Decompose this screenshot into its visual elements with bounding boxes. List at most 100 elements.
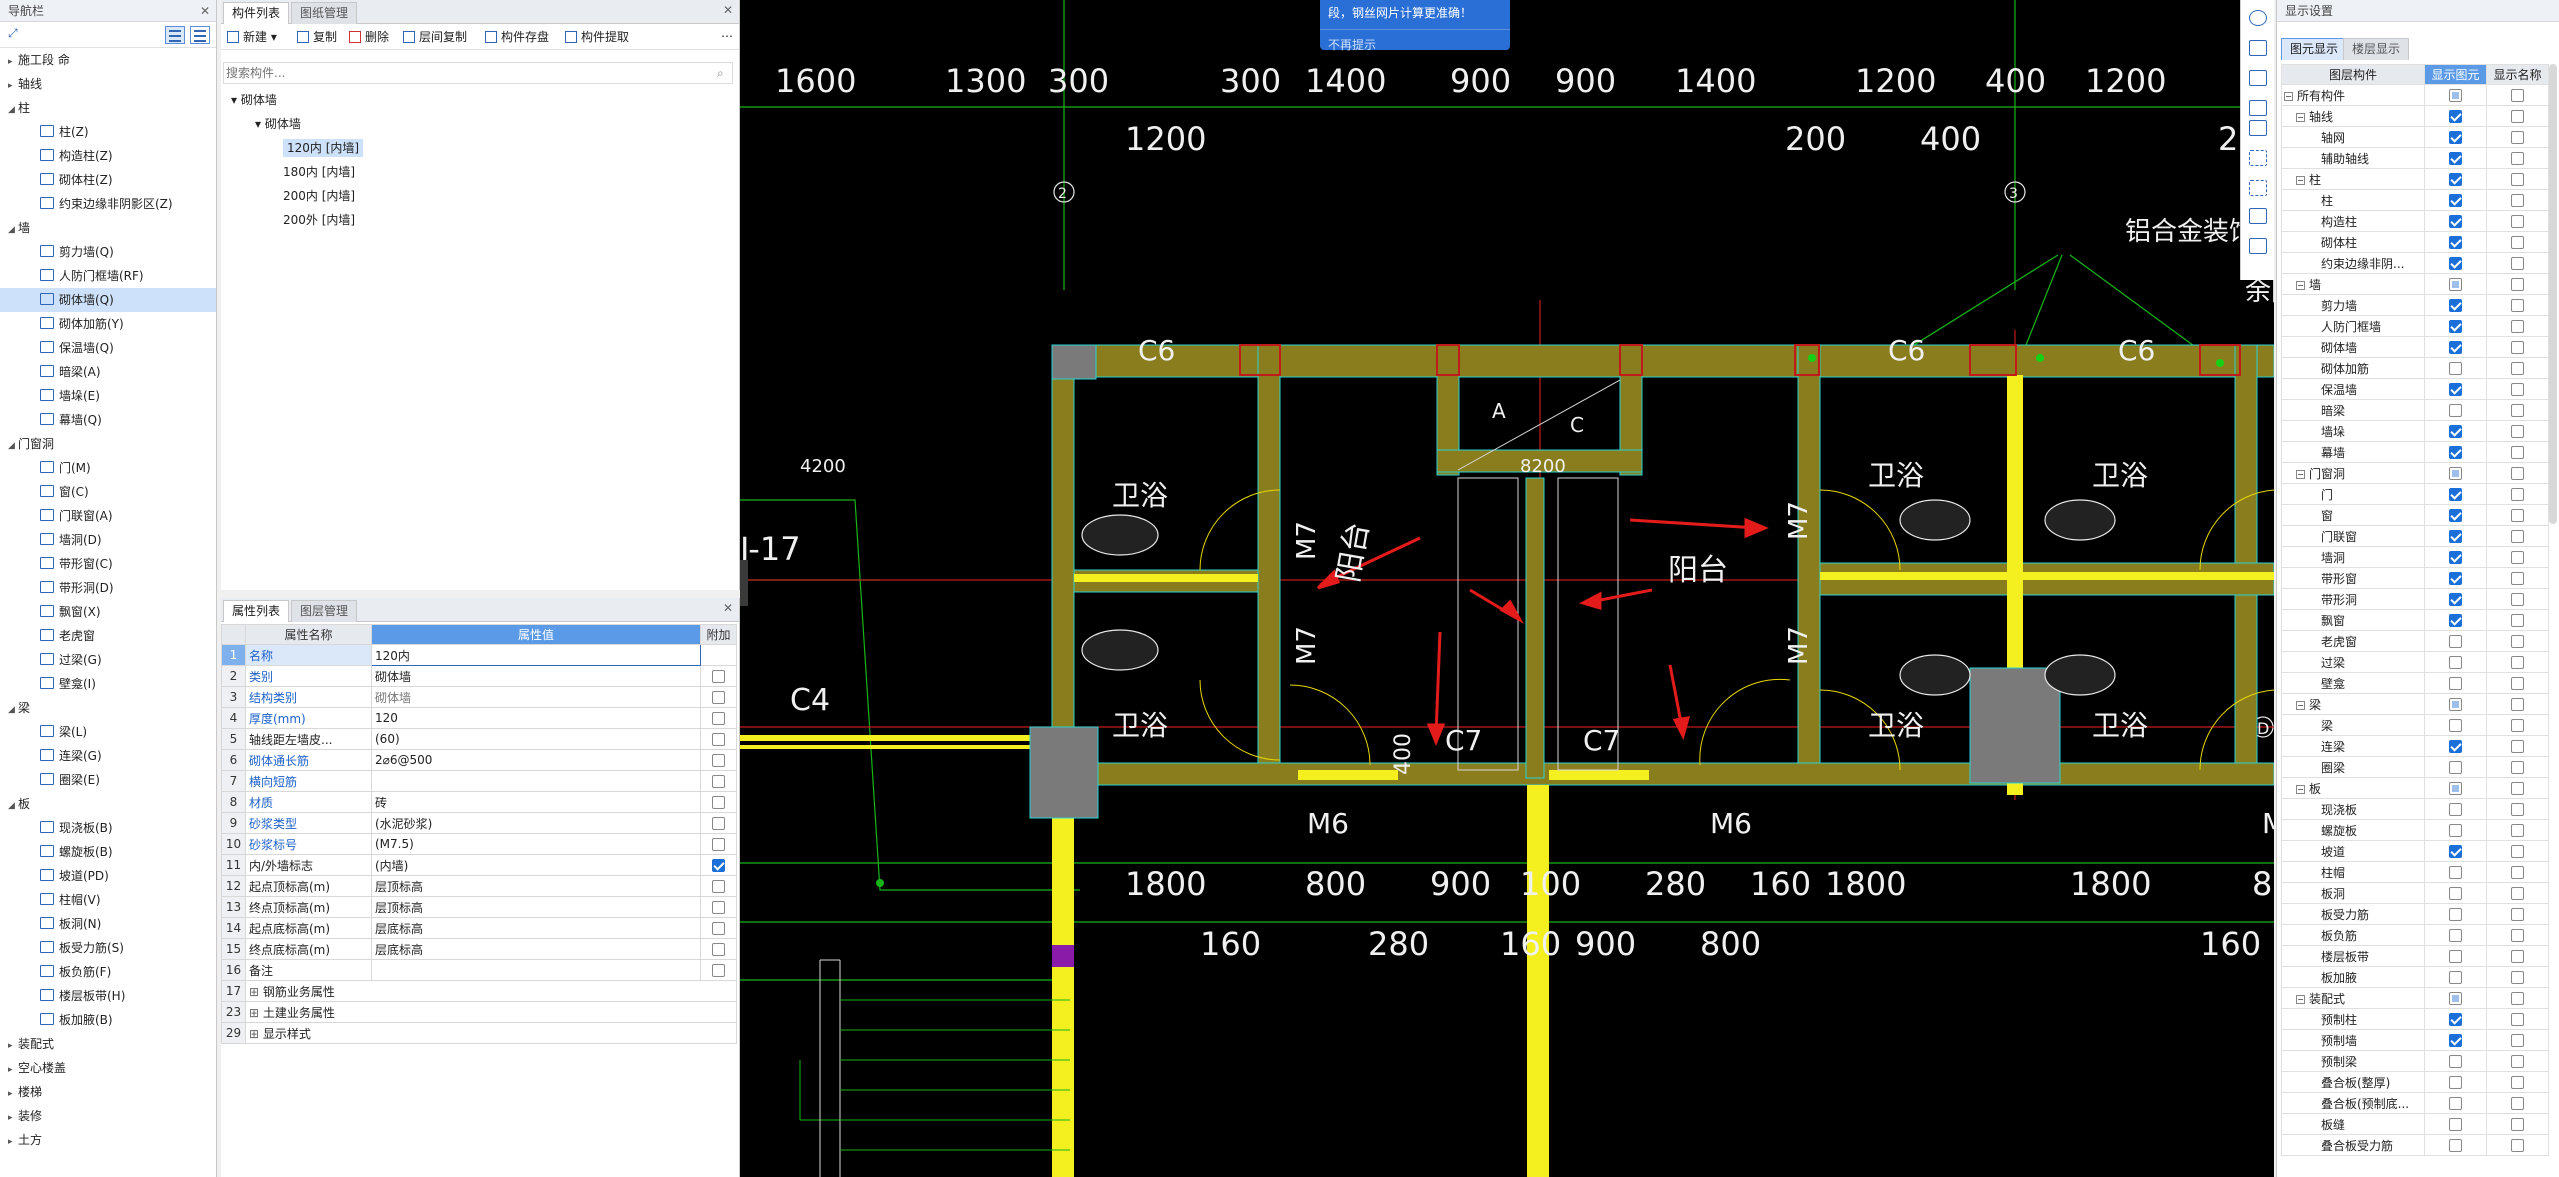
display-row[interactable]: −所有构件 — [2281, 84, 2549, 106]
display-row[interactable]: 螺旋板 — [2281, 819, 2549, 841]
show-name-checkbox[interactable] — [2511, 1118, 2524, 1131]
nav-item[interactable]: 现浇板(B) — [0, 816, 216, 840]
display-row[interactable]: 约束边缘非阴... — [2281, 252, 2549, 274]
nav-item[interactable]: 人防门框墙(RF) — [0, 264, 216, 288]
nav-item[interactable]: 坡道(PD) — [0, 864, 216, 888]
front-view-icon[interactable] — [2249, 70, 2267, 86]
delete-button[interactable]: 删除 — [349, 28, 389, 46]
layer-copy-button[interactable]: 层间复制 — [403, 28, 467, 46]
show-name-checkbox[interactable] — [2511, 110, 2524, 123]
show-name-checkbox[interactable] — [2511, 551, 2524, 564]
display-row[interactable]: 轴网 — [2281, 126, 2549, 148]
show-element-checkbox[interactable] — [2449, 551, 2462, 564]
caret-down-icon[interactable]: ◢ — [8, 225, 15, 235]
show-element-checkbox[interactable] — [2449, 446, 2462, 459]
display-row[interactable]: 板负筋 — [2281, 924, 2549, 946]
nav-category[interactable]: ▸轴线 — [0, 72, 216, 96]
collapse-icon[interactable]: − — [2296, 784, 2305, 794]
show-element-checkbox[interactable] — [2449, 572, 2462, 585]
display-row[interactable]: 带形窗 — [2281, 567, 2549, 589]
collapse-icon[interactable]: − — [2296, 994, 2305, 1004]
show-element-checkbox[interactable] — [2449, 656, 2462, 669]
side-view-icon[interactable] — [2249, 100, 2267, 116]
display-row[interactable]: −墙 — [2281, 273, 2549, 295]
nav-item[interactable]: 带形洞(D) — [0, 576, 216, 600]
property-row[interactable]: 17⊞ 钢筋业务属性 — [221, 980, 737, 1002]
nav-category[interactable]: ▸装配式 — [0, 1032, 216, 1056]
nav-category[interactable]: ▸装修 — [0, 1104, 216, 1128]
search-icon[interactable]: ⌕ — [717, 66, 724, 80]
show-element-checkbox[interactable] — [2449, 845, 2462, 858]
property-value[interactable]: 120 — [371, 707, 701, 729]
show-element-checkbox[interactable] — [2449, 887, 2462, 900]
extra-checkbox[interactable] — [712, 838, 725, 851]
copy-button[interactable]: 复制 — [297, 28, 337, 46]
show-element-checkbox[interactable] — [2449, 1055, 2462, 1068]
floor-plan[interactable]: 1600 1300 300 300 1400 900 900 1400 1200… — [740, 0, 2274, 1177]
show-name-checkbox[interactable] — [2511, 488, 2524, 501]
display-row[interactable]: 柱帽 — [2281, 861, 2549, 883]
extra-checkbox[interactable] — [712, 670, 725, 683]
show-element-checkbox[interactable] — [2449, 236, 2462, 249]
show-name-checkbox[interactable] — [2511, 845, 2524, 858]
property-value[interactable] — [371, 770, 701, 792]
caret-down-icon[interactable]: ◢ — [8, 801, 15, 811]
nav-item[interactable]: 板加腋(B) — [0, 1008, 216, 1032]
show-name-checkbox[interactable] — [2511, 1013, 2524, 1026]
show-name-checkbox[interactable] — [2511, 215, 2524, 228]
nav-item[interactable]: 砌体加筋(Y) — [0, 312, 216, 336]
extra-checkbox[interactable] — [712, 880, 725, 893]
show-element-checkbox[interactable] — [2449, 824, 2462, 837]
show-element-checkbox[interactable] — [2449, 257, 2462, 270]
show-element-checkbox[interactable] — [2449, 215, 2462, 228]
drawing-canvas[interactable]: 1600 1300 300 300 1400 900 900 1400 1200… — [740, 0, 2274, 1177]
display-row[interactable]: 门联窗 — [2281, 525, 2549, 547]
show-name-checkbox[interactable] — [2511, 446, 2524, 459]
collapse-icon[interactable]: − — [2296, 469, 2305, 479]
nav-item[interactable]: 门(M) — [0, 456, 216, 480]
nav-category[interactable]: ▸土方 — [0, 1128, 216, 1152]
property-value[interactable] — [371, 959, 701, 981]
show-element-checkbox[interactable] — [2449, 425, 2462, 438]
show-element-checkbox[interactable] — [2449, 740, 2462, 753]
display-row[interactable]: 预制墙 — [2281, 1029, 2549, 1051]
caret-right-icon[interactable]: ▸ — [8, 81, 13, 91]
tab-component-list[interactable]: 构件列表 — [223, 2, 290, 24]
display-row[interactable]: 剪力墙 — [2281, 294, 2549, 316]
box-select-icon[interactable] — [2249, 180, 2267, 196]
display-row[interactable]: 板缝 — [2281, 1113, 2549, 1135]
tree-root[interactable]: ▾ 砌体墙 — [231, 93, 277, 107]
property-row[interactable]: 23⊞ 土建业务属性 — [221, 1001, 737, 1023]
show-element-checkbox[interactable] — [2449, 698, 2462, 711]
component-item[interactable]: 120内 [内墙] — [221, 136, 739, 160]
show-element-checkbox[interactable] — [2449, 341, 2462, 354]
show-name-checkbox[interactable] — [2511, 1034, 2524, 1047]
caret-right-icon[interactable]: ▸ — [8, 1065, 13, 1075]
display-row[interactable]: 连梁 — [2281, 735, 2549, 757]
show-element-checkbox[interactable] — [2449, 593, 2462, 606]
collapse-icon[interactable]: − — [2296, 700, 2305, 710]
nav-item[interactable]: 板洞(N) — [0, 912, 216, 936]
show-element-checkbox[interactable] — [2449, 677, 2462, 690]
display-row[interactable]: −门窗洞 — [2281, 462, 2549, 484]
show-element-checkbox[interactable] — [2449, 89, 2462, 102]
show-name-checkbox[interactable] — [2511, 236, 2524, 249]
layers-icon[interactable] — [2249, 120, 2267, 136]
property-value[interactable]: 砌体墙 — [371, 665, 701, 687]
show-name-checkbox[interactable] — [2511, 929, 2524, 942]
show-element-checkbox[interactable] — [2449, 1034, 2462, 1047]
display-row[interactable]: 圈梁 — [2281, 756, 2549, 778]
property-value[interactable]: 2⌀6@500 — [371, 749, 701, 771]
extra-checkbox[interactable] — [712, 712, 725, 725]
show-element-checkbox[interactable] — [2449, 320, 2462, 333]
show-element-checkbox[interactable] — [2449, 488, 2462, 501]
show-element-checkbox[interactable] — [2449, 929, 2462, 942]
tab-element-display[interactable]: 图元显示 — [2281, 38, 2348, 60]
extra-checkbox[interactable] — [712, 859, 725, 872]
nav-item[interactable]: 板受力筋(S) — [0, 936, 216, 960]
nav-item[interactable]: 壁龛(I) — [0, 672, 216, 696]
